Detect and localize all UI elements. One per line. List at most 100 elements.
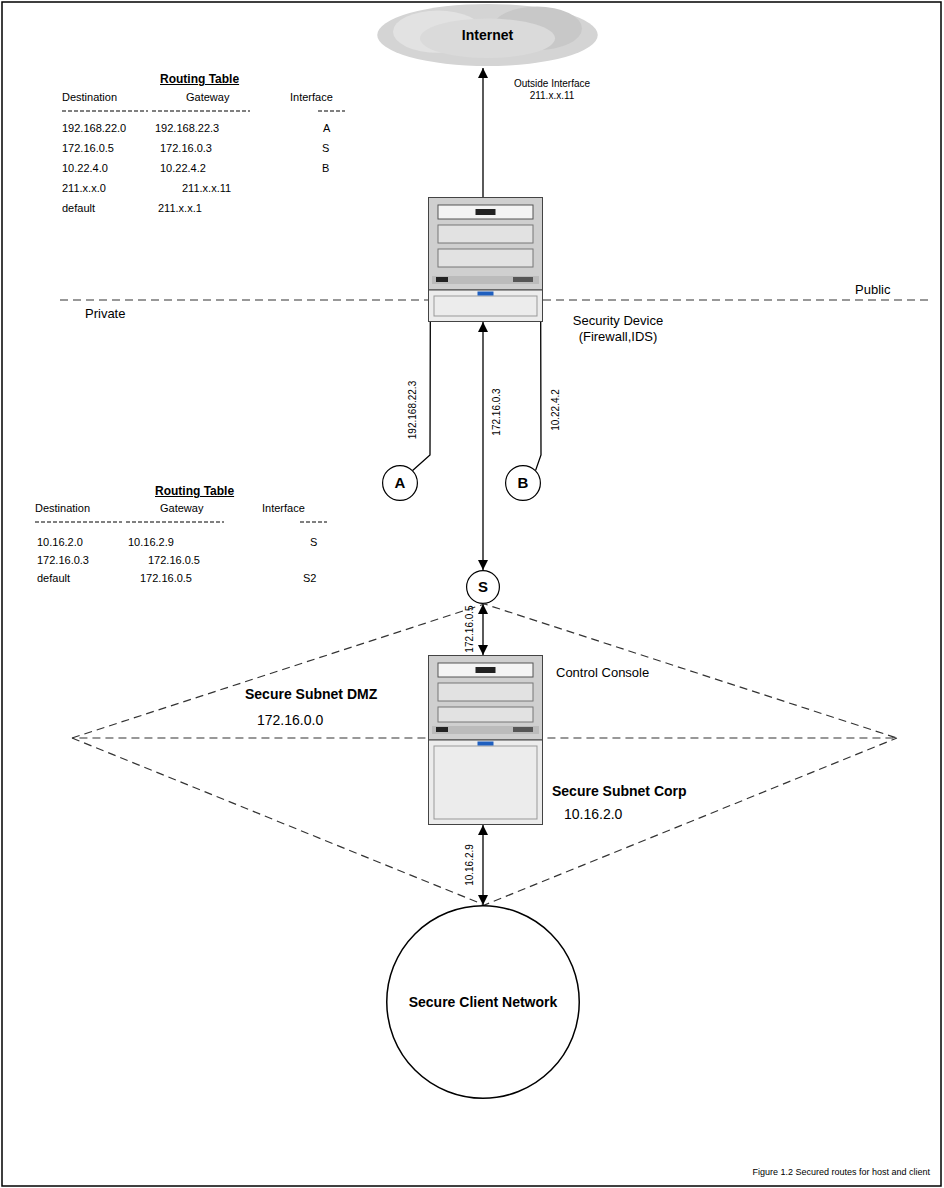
interface-address: 10.16.2.9 bbox=[464, 844, 476, 886]
table-text: 211.x.x.11 bbox=[182, 182, 231, 195]
table-text: default bbox=[62, 202, 95, 215]
cloud-label: Internet bbox=[462, 27, 513, 44]
drive-bay bbox=[438, 707, 533, 722]
server-panel bbox=[434, 746, 537, 819]
table-text: Gateway bbox=[160, 502, 203, 515]
interface-address: 192.168.22.3 bbox=[407, 381, 419, 439]
circle-outline bbox=[383, 466, 418, 501]
table-rule bbox=[318, 111, 345, 112]
interface-circle: A bbox=[382, 465, 418, 501]
console-node: Control Console bbox=[428, 655, 543, 825]
connector bbox=[482, 322, 483, 570]
server-body bbox=[429, 656, 543, 741]
drive-bay bbox=[438, 225, 533, 243]
interface-address: Outside Interface 211.x.x.11 bbox=[506, 78, 598, 102]
table-text: Routing Table bbox=[160, 72, 239, 87]
subnet-region: Secure Subnet Corp 10.16.2.0 bbox=[72, 738, 897, 905]
table-text: Interface bbox=[290, 91, 333, 104]
console-label: Control Console bbox=[556, 665, 649, 681]
connector bbox=[536, 322, 541, 470]
interface-circle: B bbox=[505, 465, 541, 501]
cloud-texture bbox=[420, 19, 555, 59]
drive-bay bbox=[438, 683, 533, 701]
table-text: Private bbox=[85, 306, 125, 322]
table-text: 172.16.0.3 bbox=[160, 142, 212, 155]
region-address: 10.16.2.0 bbox=[564, 806, 622, 823]
server-button bbox=[436, 727, 448, 732]
table-text: 211.x.x.0 bbox=[62, 182, 106, 195]
table-text: 10.16.2.0 bbox=[37, 536, 83, 549]
cloud-shape bbox=[377, 4, 598, 66]
interface-address: 172.16.0.3 bbox=[491, 388, 503, 435]
drive-slot bbox=[476, 667, 496, 673]
drive-slot bbox=[476, 209, 496, 215]
circle-outline bbox=[387, 906, 580, 1099]
drive-bay bbox=[438, 249, 533, 267]
table-text: S bbox=[322, 142, 329, 155]
cloud-node: Internet bbox=[375, 2, 600, 68]
connector bbox=[482, 68, 483, 197]
interface-letter: B bbox=[518, 474, 529, 492]
node-outline bbox=[428, 197, 543, 322]
server-panel bbox=[434, 296, 537, 316]
server-strip bbox=[432, 726, 539, 734]
server-body bbox=[429, 198, 543, 291]
table-text: 172.16.0.5 bbox=[140, 572, 192, 585]
interface-circle: S bbox=[466, 570, 500, 604]
figure-caption: Figure 1.2 Secured routes for host and c… bbox=[752, 1167, 930, 1178]
dashed-region-outline bbox=[72, 738, 897, 905]
status-light bbox=[478, 292, 494, 296]
table-rule bbox=[300, 522, 327, 523]
table-text: 192.168.22.0 bbox=[62, 122, 126, 135]
network-circle: Secure Client Network bbox=[386, 905, 580, 1099]
table-text: 10.22.4.0 bbox=[62, 162, 108, 175]
drive-bay bbox=[438, 205, 533, 219]
server-button bbox=[436, 277, 448, 282]
device-node: Security Device (Firewall,IDS) bbox=[428, 197, 543, 322]
table-text: Destination bbox=[62, 91, 117, 104]
circle-outline bbox=[506, 466, 541, 501]
table-text: A bbox=[323, 122, 330, 135]
circle-outline bbox=[467, 571, 500, 604]
table-text: 172.16.0.5 bbox=[148, 554, 200, 567]
table-text: 172.16.0.5 bbox=[62, 142, 114, 155]
server-strip bbox=[432, 276, 539, 284]
table-text: Public bbox=[855, 282, 890, 298]
table-text: 10.16.2.9 bbox=[128, 536, 174, 549]
region-title: Secure Subnet Corp bbox=[552, 783, 687, 800]
interface-address: 10.22.4.2 bbox=[550, 389, 562, 431]
connector bbox=[482, 825, 483, 905]
drive-bay bbox=[438, 663, 533, 677]
interface-letter: S bbox=[478, 578, 488, 596]
server-button bbox=[513, 727, 533, 732]
table-rule bbox=[126, 522, 224, 523]
table-text: Gateway bbox=[186, 91, 229, 104]
region-address: 172.16.0.0 bbox=[257, 712, 323, 729]
table-text: Routing Table bbox=[155, 484, 234, 499]
table-text: default bbox=[37, 572, 70, 585]
device-label: Security Device (Firewall,IDS) bbox=[556, 313, 680, 344]
dashed-region-outline bbox=[72, 604, 897, 738]
table-rule bbox=[62, 111, 148, 112]
connector bbox=[482, 604, 483, 655]
table-text: Interface bbox=[262, 502, 305, 515]
table-text: Destination bbox=[35, 502, 90, 515]
table-rule bbox=[35, 522, 122, 523]
node-outline bbox=[72, 738, 897, 905]
table-text: 10.22.4.2 bbox=[160, 162, 206, 175]
table-text: S2 bbox=[303, 572, 316, 585]
table-rule bbox=[152, 111, 250, 112]
server-base bbox=[429, 290, 543, 322]
table-text: S bbox=[310, 536, 317, 549]
node-outline bbox=[428, 655, 543, 825]
table-text: B bbox=[322, 162, 329, 175]
server-base bbox=[429, 740, 543, 825]
table-text: 172.16.0.3 bbox=[37, 554, 89, 567]
interface-address: 172.16.0.5 bbox=[464, 605, 476, 652]
table-text: 211.x.x.1 bbox=[158, 202, 202, 215]
table-text: 192.168.22.3 bbox=[155, 122, 219, 135]
boundary-line bbox=[60, 299, 428, 300]
network-label: Secure Client Network bbox=[409, 994, 558, 1011]
